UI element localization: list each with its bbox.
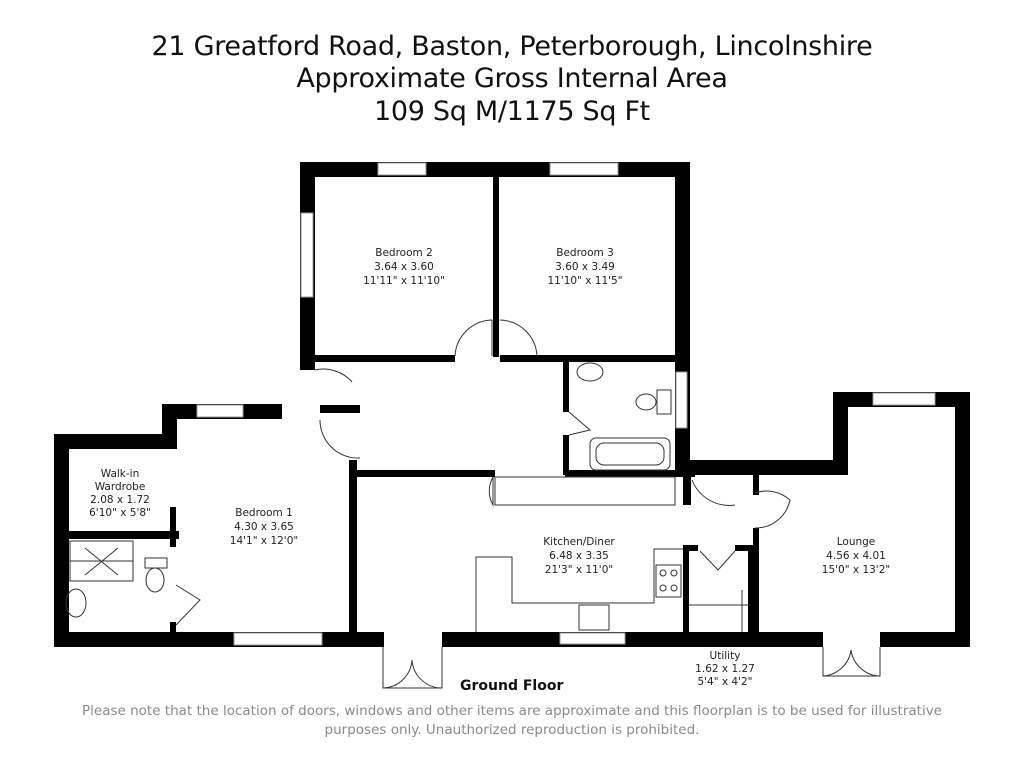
lounge-name: Lounge bbox=[837, 536, 876, 548]
svg-text:15'0" x 13'2": 15'0" x 13'2" bbox=[822, 564, 890, 576]
area-subtitle: Approximate Gross Internal Area bbox=[296, 63, 728, 94]
gross-area: 109 Sq M/1175 Sq Ft bbox=[374, 96, 650, 127]
svg-text:5'4" x 4'2": 5'4" x 4'2" bbox=[697, 676, 752, 688]
room-labels: Bedroom 2 3.64 x 3.60 11'11" x 11'10" Be… bbox=[89, 247, 890, 688]
svg-text:4.56 x 4.01: 4.56 x 4.01 bbox=[826, 550, 886, 562]
svg-text:4.30 x 3.65: 4.30 x 3.65 bbox=[234, 521, 294, 533]
svg-text:6.48 x 3.35: 6.48 x 3.35 bbox=[549, 550, 609, 562]
svg-text:6'10" x 5'8": 6'10" x 5'8" bbox=[89, 507, 151, 519]
svg-text:Wardrobe: Wardrobe bbox=[95, 481, 146, 493]
utility-name: Utility bbox=[710, 650, 741, 662]
walls bbox=[54, 162, 970, 647]
svg-text:21'3" x 11'0": 21'3" x 11'0" bbox=[545, 564, 613, 576]
svg-text:1.62 x 1.27: 1.62 x 1.27 bbox=[695, 663, 755, 675]
svg-text:2.08 x 1.72: 2.08 x 1.72 bbox=[90, 494, 150, 506]
svg-text:3.64 x 3.60: 3.64 x 3.60 bbox=[374, 261, 434, 273]
kitchen-name: Kitchen/Diner bbox=[543, 536, 615, 548]
bedroom1-name: Bedroom 1 bbox=[235, 507, 293, 519]
floor-label: Ground Floor bbox=[460, 678, 564, 694]
property-address: 21 Greatford Road, Baston, Peterborough,… bbox=[151, 31, 873, 62]
svg-text:14'1" x 12'0": 14'1" x 12'0" bbox=[230, 535, 298, 547]
wardrobe-name: Walk-in bbox=[101, 468, 140, 480]
fixtures bbox=[65, 362, 748, 632]
svg-text:11'10" x 11'5": 11'10" x 11'5" bbox=[547, 275, 622, 287]
disclaimer-line1: Please note that the location of doors, … bbox=[82, 703, 942, 719]
bedroom3-name: Bedroom 3 bbox=[556, 247, 614, 259]
disclaimer-line2: purposes only. Unauthorized reproduction… bbox=[324, 722, 700, 738]
svg-text:11'11" x 11'10": 11'11" x 11'10" bbox=[363, 275, 445, 287]
bedroom2-name: Bedroom 2 bbox=[375, 247, 433, 259]
doors bbox=[175, 319, 881, 689]
svg-text:3.60 x 3.49: 3.60 x 3.49 bbox=[555, 261, 615, 273]
